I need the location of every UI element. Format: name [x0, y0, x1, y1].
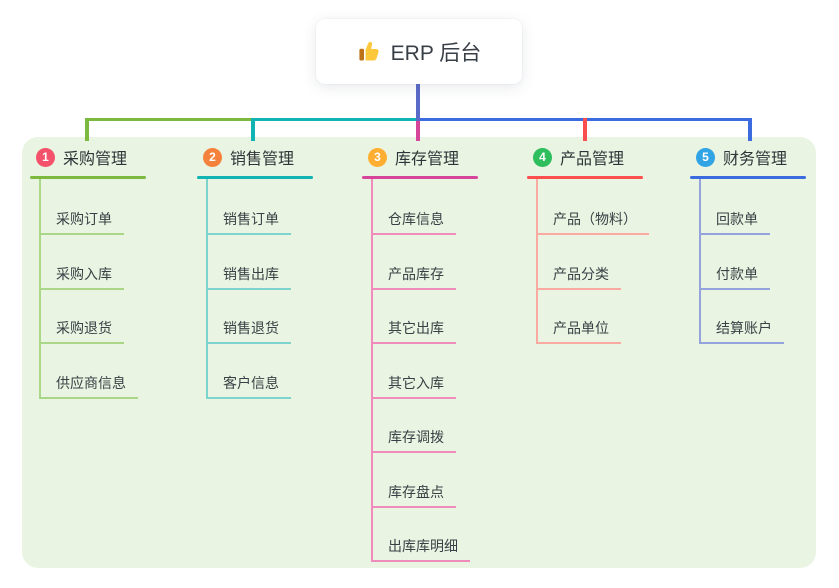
trunk-segment-left [85, 118, 253, 121]
branch-drop-connector [251, 118, 255, 141]
branch-column: 1 采购管理采购订单采购入库采购退货供应商信息 [30, 146, 180, 399]
branch-drop-connector [85, 118, 89, 141]
branch-number-badge: 2 [203, 147, 222, 167]
branch-underline [527, 176, 643, 179]
child-node[interactable]: 回款单 [699, 211, 770, 235]
thumbs-up-icon [357, 40, 381, 64]
child-node[interactable]: 付款单 [699, 266, 770, 290]
child-node[interactable]: 仓库信息 [371, 211, 456, 235]
branch-underline [30, 176, 146, 179]
branch-label: 采购管理 [63, 151, 128, 168]
branch-column: 5 财务管理回款单付款单结算账户 [690, 146, 839, 344]
child-node[interactable]: 产品（物料） [536, 211, 649, 235]
child-node[interactable]: 结算账户 [699, 320, 784, 344]
child-node[interactable]: 产品库存 [371, 266, 456, 290]
branch-column: 3 库存管理仓库信息产品库存其它出库其它入库库存调拨库存盘点出库库明细 [362, 146, 512, 562]
child-node[interactable]: 供应商信息 [39, 375, 138, 399]
branch-number-badge: 3 [368, 147, 387, 167]
branch-drop-connector [748, 118, 752, 141]
branch-label: 库存管理 [395, 151, 460, 168]
branch-drop-connector [583, 118, 587, 141]
child-node[interactable]: 采购订单 [39, 211, 124, 235]
branch-child-rail [536, 179, 538, 344]
child-node[interactable]: 其它入库 [371, 375, 456, 399]
branch-label: 销售管理 [230, 151, 295, 168]
child-node[interactable]: 出库库明细 [371, 538, 470, 562]
child-node[interactable]: 采购入库 [39, 266, 124, 290]
branch-number-badge: 5 [696, 147, 715, 167]
branch-label: 产品管理 [560, 151, 625, 168]
branch-number-badge: 4 [533, 147, 552, 167]
root-connector [416, 84, 420, 121]
branch-label: 财务管理 [723, 151, 788, 168]
child-node[interactable]: 采购退货 [39, 320, 124, 344]
child-node[interactable]: 库存盘点 [371, 484, 456, 508]
branch-node[interactable]: 2 销售管理 [197, 146, 347, 168]
child-node[interactable]: 产品单位 [536, 320, 621, 344]
root-node[interactable]: ERP 后台 [316, 19, 522, 84]
branch-child-rail [371, 179, 373, 562]
child-node[interactable]: 其它出库 [371, 320, 456, 344]
child-node[interactable]: 销售出库 [206, 266, 291, 290]
child-node[interactable]: 产品分类 [536, 266, 621, 290]
branch-node[interactable]: 4 产品管理 [527, 146, 677, 168]
branch-underline [362, 176, 478, 179]
branch-column: 4 产品管理产品（物料） 产品分类产品单位 [527, 146, 677, 344]
branch-underline [690, 176, 806, 179]
branch-underline [197, 176, 313, 179]
trunk-segment-mid [253, 118, 419, 121]
child-node[interactable]: 库存调拨 [371, 429, 456, 453]
branch-child-rail [699, 179, 701, 344]
mindmap-panel [22, 137, 816, 568]
child-node[interactable]: 销售退货 [206, 320, 291, 344]
branch-column: 2 销售管理销售订单销售出库销售退货客户信息 [197, 146, 347, 399]
branch-number-badge: 1 [36, 147, 55, 167]
branch-node[interactable]: 1 采购管理 [30, 146, 180, 168]
root-node-label: ERP 后台 [390, 41, 482, 65]
branch-drop-connector [416, 118, 420, 141]
branch-node[interactable]: 5 财务管理 [690, 146, 839, 168]
branch-node[interactable]: 3 库存管理 [362, 146, 512, 168]
child-node[interactable]: 销售订单 [206, 211, 291, 235]
child-node[interactable]: 客户信息 [206, 375, 291, 399]
